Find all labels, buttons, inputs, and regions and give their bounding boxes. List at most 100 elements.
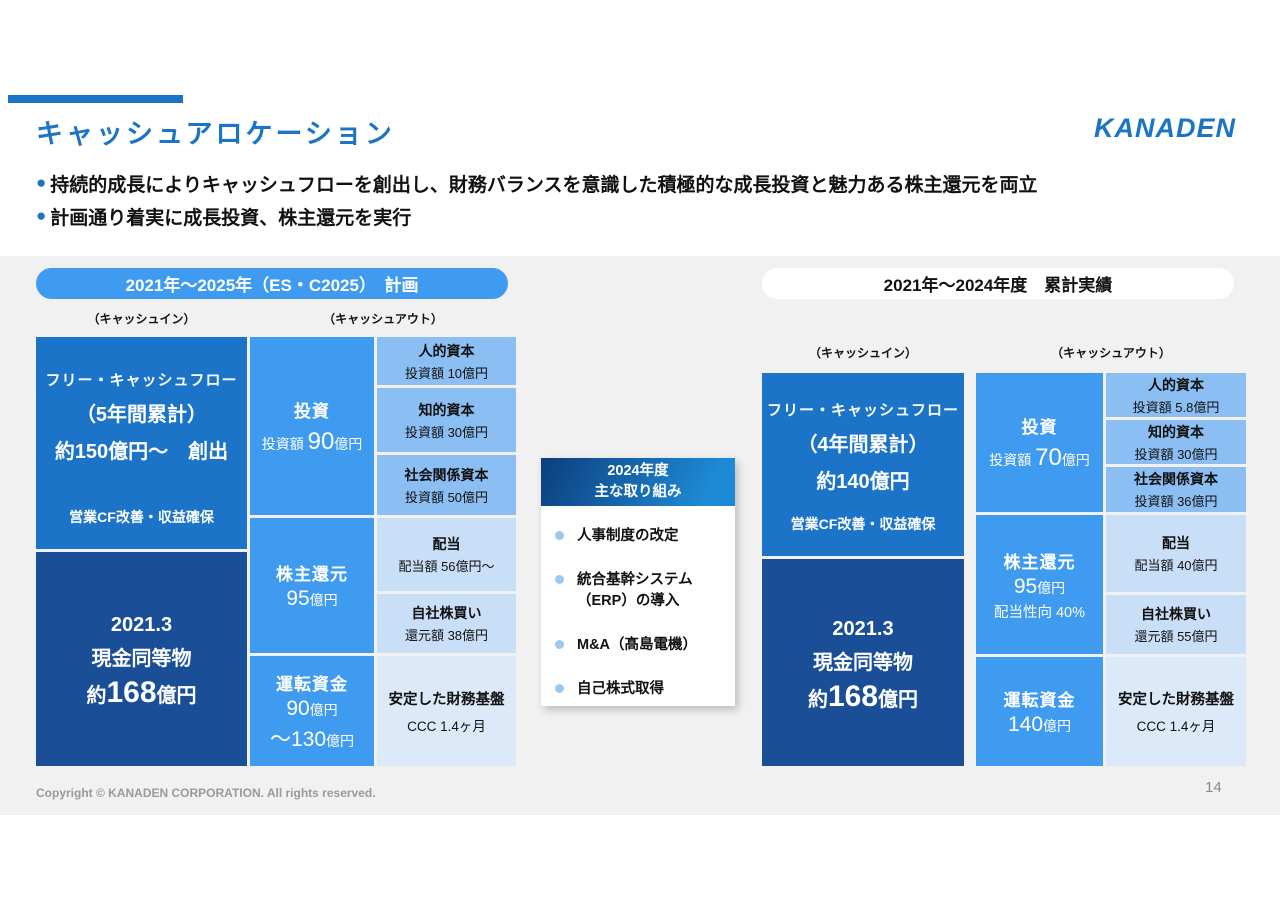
plan-cash-amount: 約168億円 (86, 676, 196, 710)
plan-sub-human-title: 人的資本 (418, 342, 475, 359)
list-item: 自己株式取得 (555, 679, 725, 700)
plan-cash-line2: 現金同等物 (91, 648, 192, 670)
results-sub-buyback-value: 還元額 55億円 (1134, 629, 1218, 644)
results-invest-amount: 投資額 70億円 (989, 444, 1090, 472)
plan-return-block: 株主還元 95億円 (250, 518, 374, 653)
results-section-header: 2021年〜2024年度 累計実績 (762, 268, 1234, 299)
results-sub-dividend: 配当 配当額 40億円 (1106, 515, 1246, 592)
initiatives-header-line1: 2024年度 (607, 462, 669, 479)
plan-working-amount-2: 〜130億円 (270, 723, 354, 753)
plan-cash-in-label: （キャッシュイン） (87, 312, 196, 326)
plan-financial-base: 安定した財務基盤 CCC 1.4ヶ月 (377, 656, 516, 766)
results-return-block: 株主還元 95億円 配当性向 40% (976, 515, 1103, 654)
list-bullet-icon (555, 684, 564, 694)
plan-sub-intellectual-value: 投資額 30億円 (404, 424, 489, 440)
results-cash-out-label: （キャッシュアウト） (1051, 346, 1171, 360)
plan-fcf-line3: 約150億円〜 創出 (54, 441, 229, 463)
initiatives-card: 2024年度 主な取り組み 人事制度の改定 統合基幹システム （ERP）の導入 … (541, 458, 735, 706)
plan-invest-value: 90 (307, 427, 335, 455)
results-sub-social-capital: 社会関係資本 投資額 36億円 (1106, 467, 1246, 512)
plan-return-suffix: 億円 (309, 592, 338, 608)
results-invest-block: 投資 投資額 70億円 (976, 373, 1103, 512)
results-return-payout-ratio: 配当性向 40% (993, 604, 1086, 621)
lead-bullet-2: ● 計画通り着実に成長投資、株主還元を実行 (36, 203, 411, 230)
results-financial-base-value: CCC 1.4ヶ月 (1136, 719, 1216, 734)
results-cash-amount-prefix: 約 (807, 688, 828, 711)
results-sub-dividend-title: 配当 (1162, 535, 1190, 551)
plan-return-value: 95 (286, 587, 310, 610)
plan-cash-line1: 2021.3 (110, 614, 173, 636)
plan-financial-base-title: 安定した財務基盤 (388, 691, 505, 708)
list-bullet-icon (555, 575, 564, 585)
plan-invest-block: 投資 投資額 90億円 (250, 337, 374, 515)
results-cash-amount-suffix: 億円 (878, 688, 919, 711)
initiative-text: M&A（髙島電機） (577, 637, 698, 654)
plan-sub-human-value: 投資額 10億円 (404, 365, 489, 381)
list-item: 人事制度の改定 (555, 526, 725, 547)
plan-sub-intellectual-capital: 知的資本 投資額 30億円 (377, 388, 516, 452)
plan-fcf-line1: フリー・キャッシュフロー (45, 372, 238, 389)
results-working-suffix: 億円 (1043, 718, 1072, 734)
copyright-text: Copyright © KANADEN CORPORATION. All rig… (36, 786, 376, 800)
results-working-label: 運転資金 (1003, 691, 1076, 710)
plan-working-value-2: 〜130 (269, 727, 327, 751)
results-sub-dividend-value: 配当額 40億円 (1134, 558, 1218, 573)
plan-invest-amount: 投資額 90億円 (262, 428, 363, 456)
results-sub-buyback-title: 自社株買い (1141, 606, 1211, 622)
plan-cash-amount-suffix: 億円 (156, 685, 197, 707)
results-fcf-line3: 約140億円 (816, 471, 910, 493)
initiative-text: 人事制度の改定 (577, 528, 679, 544)
results-cash-in-label: （キャッシュイン） (808, 346, 917, 360)
results-return-label: 株主還元 (1003, 552, 1076, 572)
results-cash-line1: 2021.3 (832, 617, 894, 640)
kanaden-logo: KANADEN (1094, 113, 1236, 143)
results-invest-label: 投資 (1021, 418, 1058, 437)
plan-working-suffix-2: 億円 (326, 732, 355, 749)
plan-return-amount: 95億円 (286, 587, 337, 611)
plan-working-label: 運転資金 (276, 674, 348, 694)
results-fcf-line2: （4年間累計） (797, 434, 929, 456)
plan-sub-dividend: 配当 配当額 56億円〜 (377, 518, 516, 591)
plan-working-block: 運転資金 90億円 〜130億円 (250, 656, 374, 766)
plan-cash-amount-value: 168 (106, 676, 157, 709)
results-working-amount: 140億円 (1008, 713, 1071, 737)
title-accent-bar (8, 95, 183, 103)
initiative-text: 自己株式取得 (577, 681, 664, 698)
plan-cash-out-label: （キャッシュアウト） (323, 312, 443, 326)
list-item: M&A（髙島電機） (555, 635, 725, 656)
lead-text-2: 計画通り着実に成長投資、株主還元を実行 (50, 208, 412, 229)
plan-invest-label: 投資 (294, 401, 330, 421)
plan-fcf-line2: （5年間累計） (75, 404, 208, 426)
results-financial-base-title: 安定した財務基盤 (1118, 692, 1234, 708)
results-return-amount: 95億円 (1014, 575, 1065, 599)
results-return-value: 95 (1013, 574, 1038, 598)
results-sub-human-value: 投資額 5.8億円 (1132, 399, 1220, 415)
results-sub-intellectual-capital: 知的資本 投資額 30億円 (1106, 420, 1246, 464)
list-bullet-icon (555, 531, 564, 540)
plan-working-suffix-1: 億円 (309, 701, 338, 718)
plan-sub-buyback-title: 自社株買い (411, 605, 482, 621)
results-fcf-line1: フリー・キャッシュフロー (766, 402, 959, 419)
results-cash-amount: 約168億円 (808, 680, 918, 714)
results-invest-prefix: 投資額 (989, 452, 1036, 468)
lead-text-1: 持続的成長によりキャッシュフローを創出し、財務バランスを意識した積極的な成長投資… (50, 175, 1038, 196)
results-sub-buyback: 自社株買い 還元額 55億円 (1106, 595, 1246, 654)
results-working-block: 運転資金 140億円 (976, 657, 1103, 766)
plan-sub-buyback-value: 還元額 38億円 (404, 628, 489, 643)
plan-sub-intellectual-title: 知的資本 (418, 401, 475, 418)
results-cash-line2: 現金同等物 (813, 651, 913, 674)
results-sub-intellectual-title: 知的資本 (1148, 423, 1204, 440)
plan-cash-amount-prefix: 約 (86, 685, 107, 707)
list-item: 統合基幹システム （ERP）の導入 (555, 570, 725, 612)
results-cash-box: 2021.3 現金同等物 約168億円 (762, 559, 964, 766)
results-fcf-box: フリー・キャッシュフロー （4年間累計） 約140億円 営業CF改善・収益確保 (762, 373, 964, 556)
results-financial-base: 安定した財務基盤 CCC 1.4ヶ月 (1106, 657, 1246, 766)
results-fcf-footer: 営業CF改善・収益確保 (790, 516, 936, 532)
initiatives-list: 人事制度の改定 統合基幹システム （ERP）の導入 M&A（髙島電機） 自己株式… (541, 506, 735, 700)
plan-financial-base-value: CCC 1.4ヶ月 (407, 718, 486, 734)
plan-return-label: 株主還元 (276, 565, 348, 584)
plan-sub-social-title: 社会関係資本 (404, 466, 489, 483)
plan-cash-box: 2021.3 現金同等物 約168億円 (36, 552, 247, 766)
list-bullet-icon (555, 640, 564, 650)
